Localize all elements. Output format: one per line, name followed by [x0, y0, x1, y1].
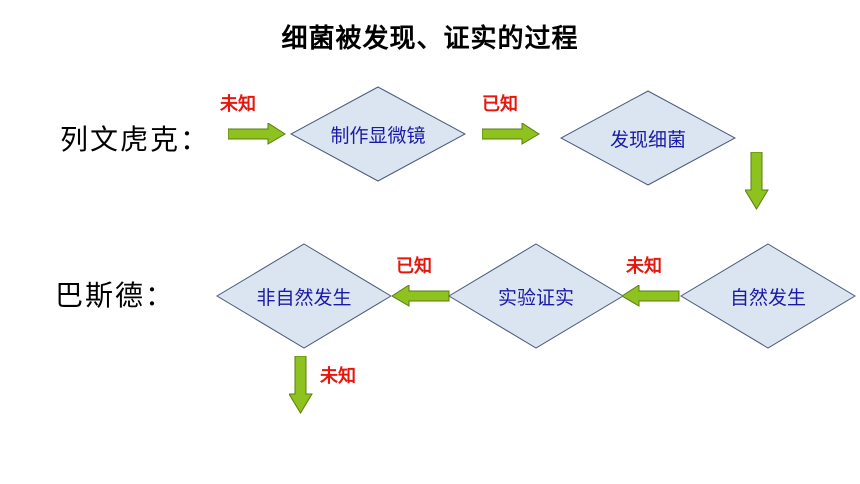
arrow-right-1: [228, 123, 286, 145]
arrow-left-2: [392, 285, 450, 307]
node-discover-bacteria: 发现细菌: [560, 90, 736, 186]
arrow-down-1: [745, 152, 769, 210]
node-discover-bacteria-label: 发现细菌: [609, 128, 686, 151]
arrow-left-1: [622, 285, 680, 307]
node-spontaneous-label: 自然发生: [729, 286, 806, 309]
node-spontaneous: 自然发生: [680, 243, 856, 349]
node-non-spontaneous-label: 非自然发生: [256, 286, 352, 309]
status-unknown-1: 未知: [220, 94, 256, 115]
status-unknown-2: 未知: [626, 256, 662, 277]
diagram-title: 细菌被发现、证实的过程: [281, 24, 579, 54]
row-label-leeuwenhoek: 列文虎克：: [60, 123, 211, 156]
status-unknown-3: 未知: [320, 366, 356, 387]
arrow-down-2: [289, 356, 313, 414]
status-known-2: 已知: [396, 256, 432, 277]
status-known-1: 已知: [482, 94, 518, 115]
node-make-microscope: 制作显微镜: [290, 86, 466, 182]
node-make-microscope-label: 制作显微镜: [330, 124, 426, 147]
node-non-spontaneous: 非自然发生: [216, 243, 392, 349]
row-label-pasteur: 巴斯德：: [55, 279, 176, 312]
arrow-right-2: [482, 123, 540, 145]
node-experiment-verify: 实验证实: [448, 243, 624, 349]
node-experiment-verify-label: 实验证实: [497, 286, 574, 309]
